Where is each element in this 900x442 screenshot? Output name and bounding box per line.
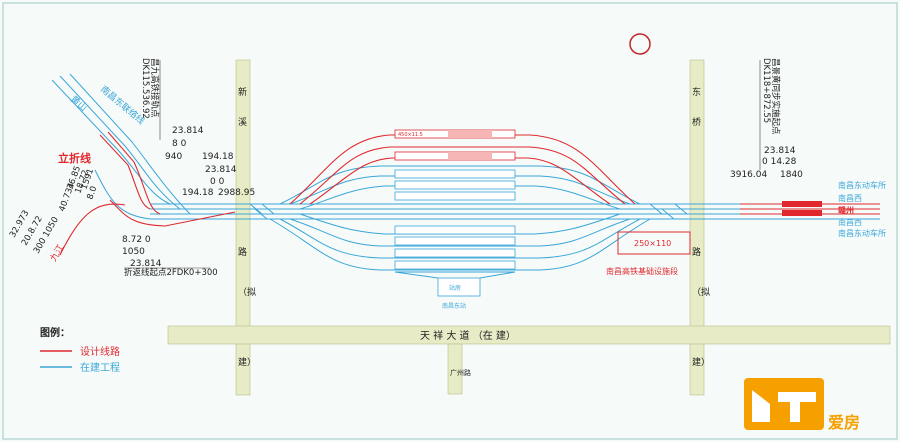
station-track-g: [269, 218, 651, 271]
platform-4: [394, 180, 516, 190]
platform-2-fill: [448, 152, 492, 160]
label-start-point: 折返线起点2FDK0+300: [124, 267, 218, 278]
road-xinxi-4: （拟: [238, 286, 256, 298]
label-chk-left: 昌九高铁接轨点: [149, 58, 160, 118]
design-platforms: [394, 129, 516, 161]
end-marker-1: [782, 201, 822, 207]
road-dq-1: 东: [692, 86, 701, 98]
label-lizhe: 立折线: [58, 151, 91, 165]
north-arrow: [620, 30, 668, 55]
num-0-0: 0 0: [210, 177, 225, 187]
platform-6: [394, 225, 516, 235]
connect-jiujiang: [94, 169, 151, 220]
station-track-e: [289, 218, 631, 247]
road-xinxi-1: 新: [238, 86, 247, 98]
road-dq-3: 路: [692, 246, 701, 258]
num-194-18-b: 194.18: [182, 188, 214, 198]
leader-lines: [124, 60, 761, 269]
label-chk-left-km: DK115.536.92: [140, 58, 150, 119]
label-jiujiang: 九江: [48, 242, 67, 263]
num-23814-c: 23.814: [130, 259, 162, 269]
design-loop: [109, 199, 236, 227]
right-label-1: 南昌东动车所: [838, 180, 886, 190]
right-label-2: 南昌西: [838, 193, 862, 203]
connect-huangshan: [51, 79, 171, 205]
north-arrow-ring: [629, 33, 651, 55]
num-8-0-a: 8 0: [172, 139, 187, 149]
station-track-b: [279, 165, 641, 205]
brand-logo: [744, 378, 824, 430]
station-track-f: [279, 218, 641, 259]
legend-build: 在建工程: [80, 361, 120, 374]
infra-box: [617, 231, 691, 255]
connect-east-2: [69, 73, 191, 215]
num-23814-a: 23.814: [172, 126, 204, 136]
design-lizhe-1: [99, 134, 151, 210]
num-8-0-b: 8.0: [85, 185, 99, 201]
platform-label: 450×11.5: [398, 132, 423, 138]
num-0-1428: 0 14.28: [762, 157, 797, 167]
right-label-5: 南昌东动车所: [838, 228, 886, 238]
infra-box-caption: 南昌高铁基础设施段: [606, 266, 678, 276]
legend-design: 设计线路: [80, 345, 120, 358]
road-dq-2: 桥: [692, 116, 701, 128]
road-dq-5: 建）: [692, 356, 710, 368]
road-guangzhou-label: 广州路: [450, 368, 471, 377]
num-1050: 1050: [122, 247, 145, 257]
label-station-building: 站房: [449, 284, 461, 292]
platform-3: [394, 169, 516, 179]
legend-title: 图例：: [40, 326, 70, 339]
road-layer: [167, 59, 891, 396]
road-xinxi-3: 路: [238, 246, 247, 258]
num-940: 940: [165, 152, 182, 162]
num-1840: 1840: [780, 170, 803, 180]
design-lizhe-2: [107, 131, 161, 215]
num-194-18-a: 194.18: [202, 152, 234, 162]
road-xinxi-2: 溪: [238, 116, 247, 128]
station-building: [437, 277, 481, 297]
north-arrow-blade: [620, 30, 668, 54]
design-track-a: [299, 146, 626, 205]
build-tracks: [51, 73, 880, 297]
connect-east-1: [59, 75, 181, 210]
num-23814-d: 23.814: [764, 146, 796, 156]
platform-7: [394, 236, 516, 246]
road-tianxiang: [167, 325, 891, 345]
crossovers: [249, 203, 688, 220]
brand-text: 爱房: [828, 413, 860, 432]
num-3916: 3916.04: [730, 170, 767, 180]
design-jiujiang: [59, 203, 126, 256]
right-label-3: 赣州: [838, 205, 854, 215]
station-concourse: [394, 271, 516, 279]
infra-box-label: 250×110: [634, 239, 671, 248]
num-23814-b: 23.814: [205, 165, 237, 175]
right-ends: [782, 201, 822, 216]
platform-9: [394, 260, 516, 270]
label-chk-right-km: DK118+872.55: [761, 58, 771, 123]
label-chk-right: 昌景黄同步实施起点: [770, 58, 781, 135]
platform-1-fill: [448, 130, 492, 138]
road-dongqiao: [689, 59, 705, 396]
num-2988: 2988.95: [218, 188, 255, 198]
road-xinxi: [235, 59, 251, 396]
road-tianxiang-label: 天 祥 大 道 （在 建）: [420, 329, 516, 342]
label-east-link: 南昌东联络线: [98, 83, 147, 127]
right-label-4: 南昌西: [838, 217, 862, 227]
brand-glyph: [752, 390, 816, 422]
num-8720: 8.72 0: [122, 235, 151, 245]
label-station: 南昌东站: [442, 302, 466, 310]
platform-5: [394, 191, 516, 201]
road-dq-4: （拟: [692, 286, 710, 298]
road-guangzhou: [447, 343, 463, 395]
road-xinxi-5: 建）: [238, 356, 256, 368]
platform-8: [394, 248, 516, 258]
end-marker-2: [782, 210, 822, 216]
